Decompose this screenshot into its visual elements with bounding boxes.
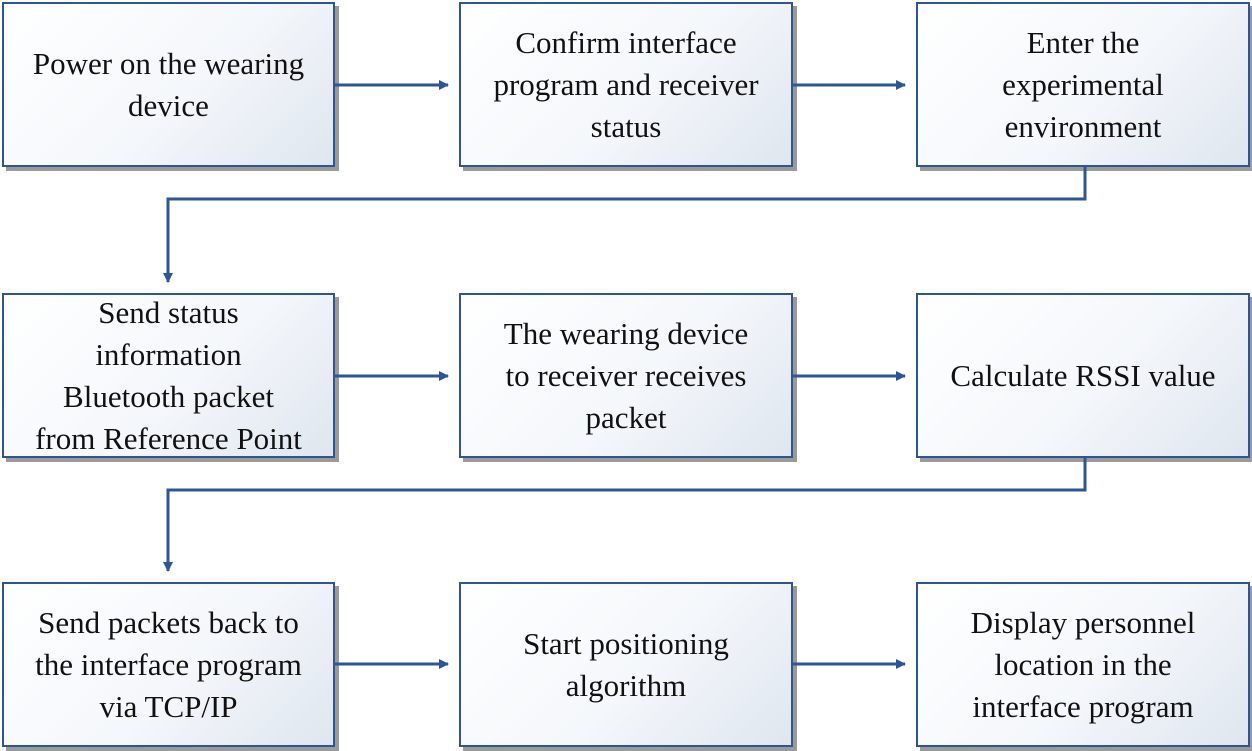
step-send-status-label: Send status information Bluetooth packet… [35, 294, 302, 456]
step-enter-environment-box: Enter the experimental environment [916, 2, 1250, 167]
arrow-s3-to-s4 [163, 167, 1087, 283]
step-confirm-status-label: Confirm interface program and receiver s… [493, 24, 759, 144]
step-confirm-status-box: Confirm interface program and receiver s… [459, 2, 793, 167]
step-start-positioning-label: Start positioning algorithm [523, 625, 729, 703]
step-start-positioning-box: Start positioning algorithm [459, 582, 793, 747]
step-calculate-rssi-label: Calculate RSSI value [950, 357, 1216, 393]
step-send-packets-box: Send packets back to the interface progr… [2, 582, 335, 747]
step-display-location-label: Display personnel location in the interf… [970, 604, 1196, 724]
step-receiver-receives-label: The wearing device to receiver receives … [503, 315, 749, 435]
step-send-packets-label: Send packets back to the interface progr… [35, 604, 302, 724]
step-receiver-receives-box: The wearing device to receiver receives … [459, 293, 793, 458]
step-display-location-box: Display personnel location in the interf… [916, 582, 1250, 747]
step-enter-environment-label: Enter the experimental environment [1002, 24, 1164, 144]
step-calculate-rssi-box: Calculate RSSI value [916, 293, 1250, 458]
arrow-s6-to-s7 [163, 458, 1087, 572]
step-power-on-box: Power on the wearing device [2, 2, 335, 167]
step-send-status-box: Send status information Bluetooth packet… [2, 293, 335, 458]
step-power-on-label: Power on the wearing device [32, 45, 305, 123]
